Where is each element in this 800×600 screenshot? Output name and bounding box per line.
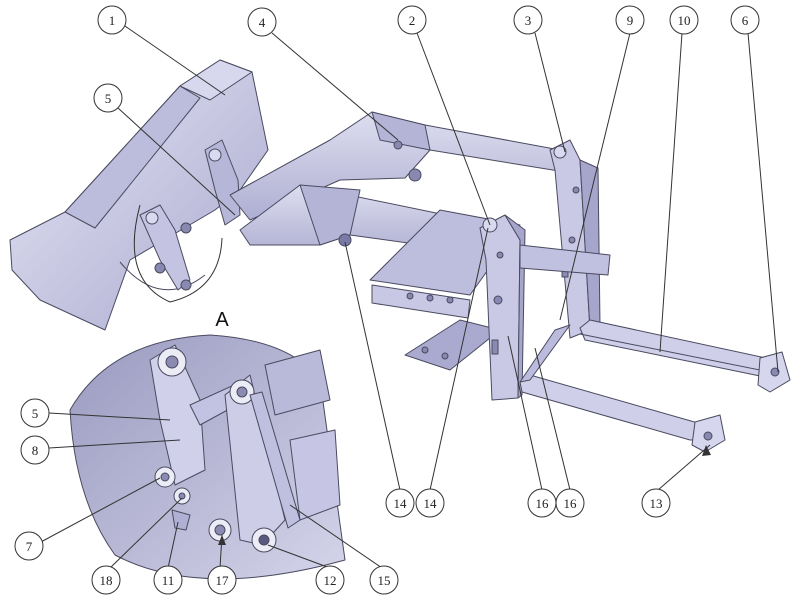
callout-18 xyxy=(91,565,121,595)
long-brace-rod-upper xyxy=(579,319,776,379)
callout-15-text: 15 xyxy=(378,573,391,588)
callout-5-detail-text: 5 xyxy=(32,406,39,421)
callout-11 xyxy=(153,565,183,595)
callout-18-text: 18 xyxy=(100,573,113,588)
callout-5-top xyxy=(93,83,123,113)
callout-4 xyxy=(247,7,277,37)
callout-14-b-text: 14 xyxy=(424,496,438,511)
callout-17 xyxy=(207,565,237,595)
callout-5-top-text: 5 xyxy=(105,91,112,106)
callout-6-text: 6 xyxy=(742,13,749,28)
callout-14-a-text: 14 xyxy=(394,496,408,511)
callout-10-text: 10 xyxy=(678,13,691,28)
callout-9-text: 9 xyxy=(627,13,634,28)
callout-3-text: 3 xyxy=(525,13,532,28)
callout-1-text: 1 xyxy=(109,13,116,28)
callout-2 xyxy=(397,5,427,35)
front-mount-plate xyxy=(479,214,526,401)
callout-16-a-text: 16 xyxy=(536,496,550,511)
rod-end-bracket-right xyxy=(757,351,791,393)
callout-14-a xyxy=(385,488,415,518)
callout-17-text: 17 xyxy=(216,573,230,588)
detail-marker xyxy=(133,204,223,303)
callout-12-text: 12 xyxy=(324,573,337,588)
callout-1 xyxy=(97,5,127,35)
callout-3 xyxy=(513,5,543,35)
callout-4-text: 4 xyxy=(259,15,266,30)
callout-10 xyxy=(669,5,699,35)
callout-7-text: 7 xyxy=(26,539,33,554)
callout-9 xyxy=(615,5,645,35)
bucket xyxy=(9,59,269,331)
callout-14-b xyxy=(415,488,445,518)
callout-8 xyxy=(20,435,50,465)
callout-8-text: 8 xyxy=(32,443,39,458)
bucket-linkage-bracket xyxy=(139,139,241,291)
callout-2-text: 2 xyxy=(409,13,416,28)
callout-15 xyxy=(369,565,399,595)
callout-7 xyxy=(14,531,44,561)
callout-5-detail xyxy=(20,398,50,428)
callout-13-text: 13 xyxy=(650,496,663,511)
rear-mount-plate xyxy=(519,139,611,339)
callout-16-b xyxy=(555,488,585,518)
callout-12 xyxy=(315,565,345,595)
callout-6 xyxy=(730,5,760,35)
callout-13 xyxy=(641,488,671,518)
detail-view-a xyxy=(69,334,346,580)
detail-label: A xyxy=(215,309,229,331)
callouts: 1 5 4 2 3 9 10 6 14 14 16 16 13 5 8 7 18… xyxy=(14,5,779,595)
callout-11-text: 11 xyxy=(162,573,175,588)
callout-16-b-text: 16 xyxy=(564,496,578,511)
rod-end-bracket-left xyxy=(691,414,726,453)
